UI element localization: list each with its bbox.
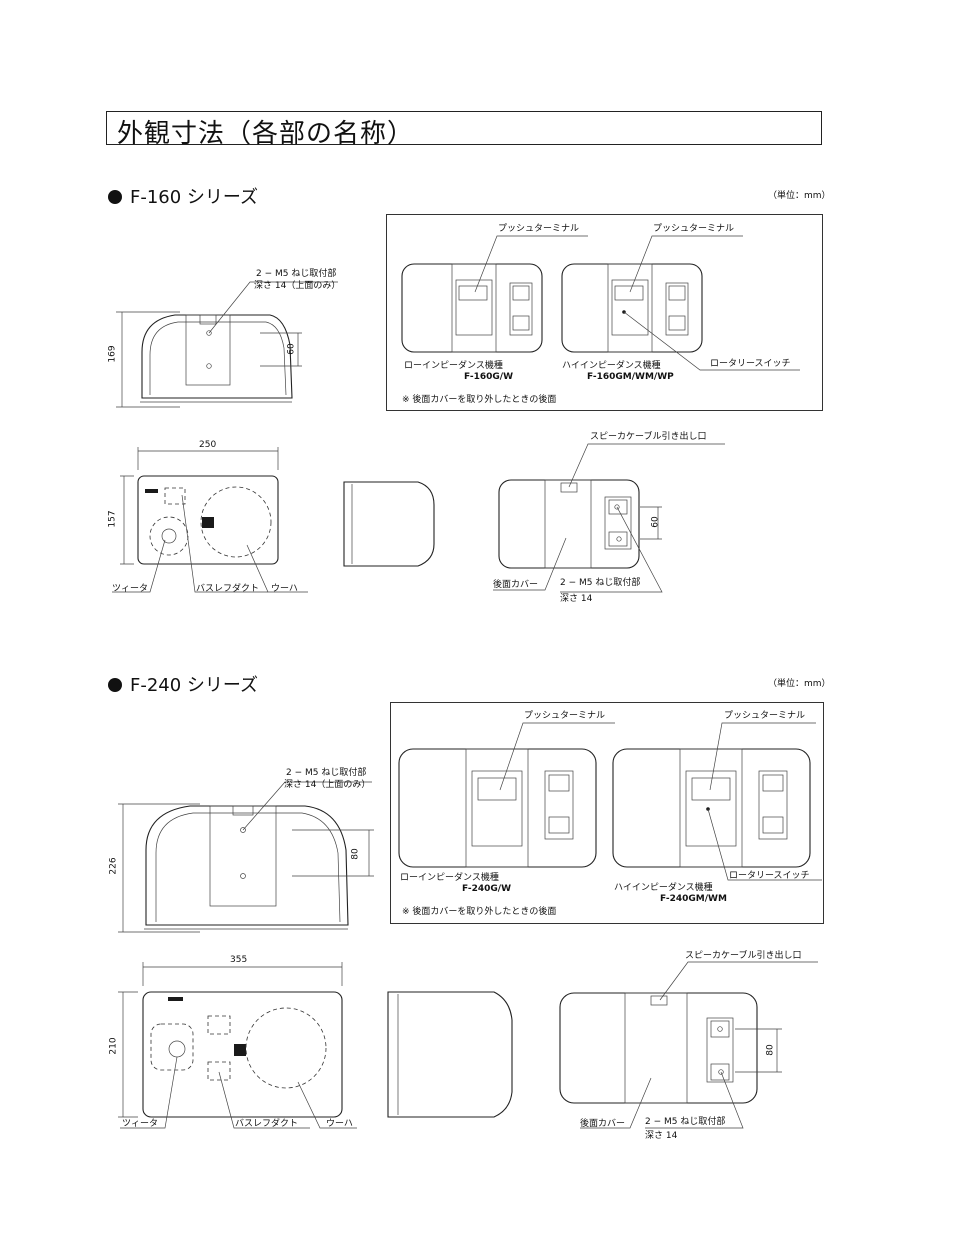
mount-depth-label: 深さ 14: [560, 594, 593, 604]
rear-cover-label: 後面カバー: [493, 580, 539, 590]
push-terminal-label: プッシュターミナル: [498, 224, 580, 234]
mount-label: 2 − M5 ねじ取付部: [645, 1117, 726, 1127]
unit-label: （単位：mm）: [768, 191, 831, 201]
low-impedance-model: F-160G/W: [464, 372, 513, 382]
rotary-switch-label: ロータリースイッチ: [729, 871, 810, 881]
mount-label: 2 − M5 ねじ取付部: [256, 269, 337, 279]
low-impedance-label: ローインピーダンス機種: [404, 361, 503, 371]
width-dimension: 355: [230, 955, 248, 965]
low-impedance-label: ローインピーダンス機種: [400, 873, 499, 883]
cable-outlet-label: スピーカケーブル引き出し口: [590, 432, 707, 442]
bass-reflex-label: バスレフダクト: [196, 584, 260, 594]
bullet-icon: [108, 678, 122, 692]
mount-label: 2 − M5 ねじ取付部: [286, 768, 367, 778]
bullet-icon: [108, 190, 122, 204]
rotary-switch-label: ロータリースイッチ: [710, 359, 791, 369]
high-impedance-model: F-240GM/WM: [660, 894, 727, 904]
high-impedance-label: ハイインピーダンス機種: [614, 883, 713, 893]
section-heading-f240: F-240 シリーズ: [108, 671, 258, 697]
woofer-label: ウーハ: [271, 584, 298, 594]
unit-label: （単位：mm）: [768, 679, 831, 689]
section-heading-f160: F-160 シリーズ: [108, 183, 258, 209]
page-title: 外観寸法（各部の名称）: [117, 119, 415, 149]
tweeter-label: ツィータ: [112, 584, 149, 594]
mount-depth-label: 深さ 14（上面のみ）: [254, 281, 341, 291]
rear-panel-box-f160: [386, 214, 823, 411]
tweeter-label: ツィータ: [122, 1119, 159, 1129]
push-terminal-label: プッシュターミナル: [524, 711, 606, 721]
push-terminal-label: プッシュターミナル: [724, 711, 806, 721]
mount-label: 2 − M5 ねじ取付部: [560, 578, 641, 588]
section-heading-text: F-240 シリーズ: [130, 675, 259, 696]
low-impedance-model: F-240G/W: [462, 884, 511, 894]
push-terminal-label: プッシュターミナル: [653, 224, 735, 234]
high-impedance-model: F-160GM/WM/WP: [587, 372, 674, 382]
rear-panel-box-f240: [390, 702, 824, 924]
bass-reflex-label: バスレフダクト: [235, 1119, 299, 1129]
mount-depth-label: 深さ 14（上面のみ）: [284, 780, 371, 790]
high-impedance-label: ハイインピーダンス機種: [562, 361, 661, 371]
width-dimension: 250: [199, 440, 217, 450]
rear-panel-note: ※ 後面カバーを取り外したときの後面: [402, 907, 557, 917]
cable-outlet-label: スピーカケーブル引き出し口: [685, 951, 802, 961]
rear-cover-label: 後面カバー: [580, 1119, 626, 1129]
page-title-frame: 外観寸法（各部の名称）: [106, 111, 822, 149]
mount-depth-label: 深さ 14: [645, 1131, 678, 1141]
hole-dimension: 80: [765, 1044, 776, 1056]
rear-panel-note: ※ 後面カバーを取り外したときの後面: [402, 395, 557, 405]
section-heading-text: F-160 シリーズ: [130, 187, 259, 208]
woofer-label: ウーハ: [326, 1119, 353, 1129]
